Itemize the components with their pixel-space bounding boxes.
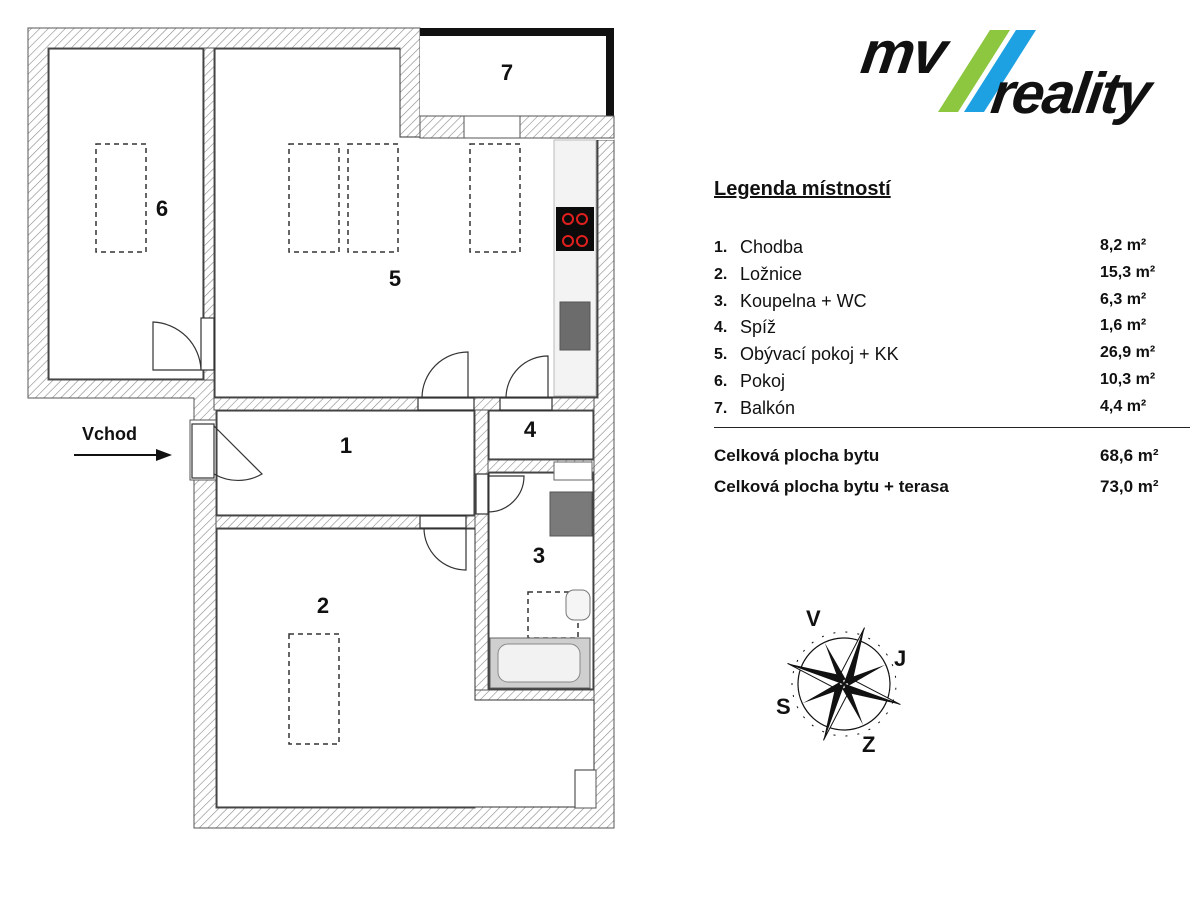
- compass-east-label: J: [894, 646, 907, 671]
- legend-row: 3. Koupelna + WC 6,3 m²: [714, 289, 1190, 316]
- compass-west-label: S: [776, 694, 791, 719]
- legend-area: 1,6 m²: [1100, 317, 1147, 335]
- room-number-1: 1: [340, 433, 352, 458]
- legend-row: 4. Spíž 1,6 m²: [714, 315, 1190, 342]
- legend-area: 6,3 m²: [1100, 290, 1147, 308]
- room-number-6: 6: [156, 196, 168, 221]
- legend-title: Legenda místností: [714, 178, 891, 200]
- logo-text-reality: reality: [987, 61, 1154, 126]
- room-number-2: 2: [317, 593, 329, 618]
- legend-index: 7.: [714, 399, 728, 417]
- legend-row: 7. Balkón 4,4 m²: [714, 396, 1190, 423]
- legend-name: Ložnice: [740, 263, 803, 284]
- legend-index: 1.: [714, 239, 728, 256]
- kitchen-counter: [553, 139, 597, 397]
- legend-total-row: Celková plocha bytu + terasa 73,0 m²: [714, 477, 1190, 508]
- compass-rose-icon: [787, 627, 901, 741]
- room-number-7: 7: [501, 60, 513, 85]
- legend-area: 15,3 m²: [1100, 263, 1156, 281]
- total-name: Celková plocha bytu: [714, 445, 880, 465]
- room-number-5: 5: [389, 266, 401, 291]
- legend-index: 3.: [714, 292, 728, 310]
- legend-name: Koupelna + WC: [740, 290, 867, 311]
- compass-south-label: Z: [862, 732, 876, 757]
- entry-arrow-icon: [74, 449, 172, 461]
- total-area: 68,6 m²: [1100, 445, 1159, 465]
- legend-row: 5. Obývací pokoj + KK 26,9 m²: [714, 342, 1190, 369]
- legend-row: 6. Pokoj 10,3 m²: [714, 369, 1190, 396]
- legend-name: Spíž: [740, 317, 777, 338]
- compass-north-label: V: [806, 606, 821, 631]
- bathroom-fixtures: [489, 461, 593, 689]
- legend-name: Pokoj: [740, 370, 786, 391]
- legend-index: 5.: [714, 346, 728, 364]
- legend-name: Balkón: [740, 397, 796, 418]
- room-legend: Legenda místností 1. Chodba 8,2 m² 2. Ložni…: [714, 178, 1190, 508]
- entry-label: Vchod: [82, 424, 138, 444]
- total-name: Celková plocha bytu + terasa: [714, 476, 949, 496]
- doors: [152, 317, 553, 571]
- legend-name: Chodba: [740, 237, 804, 257]
- legend-total-row: Celková plocha bytu 68,6 m²: [714, 446, 1190, 477]
- legend-index: 6.: [714, 372, 728, 390]
- room-number-4: 4: [524, 417, 537, 442]
- legend-name: Obývací pokoj + KK: [740, 344, 899, 365]
- legend-index: 2.: [714, 265, 728, 283]
- legend-area: 8,2 m²: [1100, 237, 1147, 254]
- legend-area: 26,9 m²: [1100, 344, 1156, 362]
- total-area: 73,0 m²: [1100, 476, 1159, 496]
- logo-text-mv: mv: [857, 19, 950, 86]
- room-number-3: 3: [533, 543, 545, 568]
- legend-row: 1. Chodba 8,2 m²: [714, 235, 1190, 262]
- logo: mv reality: [857, 19, 1172, 126]
- legend-divider: [714, 426, 1190, 428]
- compass-rose: V J Z S: [772, 604, 922, 757]
- legend-area: 10,3 m²: [1100, 370, 1156, 388]
- legend-row: 2. Ložnice 15,3 m²: [714, 262, 1190, 289]
- legend-index: 4.: [714, 319, 728, 337]
- legend-area: 4,4 m²: [1100, 397, 1147, 415]
- logo-stripes-icon: [938, 30, 1036, 112]
